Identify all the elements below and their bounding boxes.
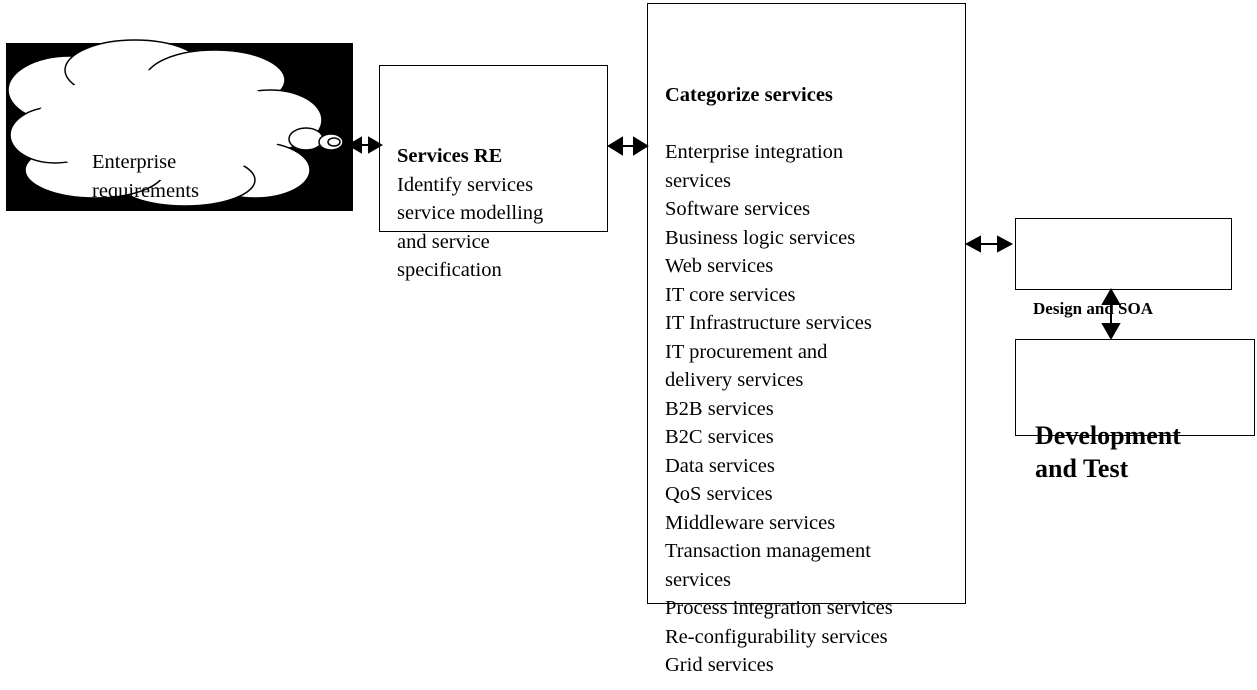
services-re-title: Services RE bbox=[397, 145, 503, 167]
services-re-text: Services RE Identify services service mo… bbox=[397, 142, 543, 285]
arrow-categorize-to-design bbox=[964, 235, 1014, 253]
service-category-item: B2C services bbox=[665, 426, 774, 448]
service-category-item: Re-configurability services bbox=[665, 625, 888, 648]
development-test-line2: and Test bbox=[1035, 454, 1129, 483]
arrow-cloud-to-re bbox=[347, 136, 383, 154]
design-soa-box bbox=[1015, 218, 1232, 290]
service-category-item: Process integration services bbox=[665, 597, 893, 619]
categorize-services-list: Enterprise integration services Software… bbox=[665, 138, 893, 680]
services-re-line: specification bbox=[397, 259, 502, 281]
service-category-item: IT core services bbox=[665, 283, 796, 306]
service-category-item: B2B services bbox=[665, 397, 774, 420]
services-re-line: service modelling bbox=[397, 202, 544, 224]
service-category-item: Business logic services bbox=[665, 226, 856, 249]
service-category-item: IT procurement and bbox=[665, 340, 828, 363]
services-re-line: and service bbox=[397, 230, 490, 253]
cloud-bubbles bbox=[288, 127, 344, 151]
service-category-item: QoS services bbox=[665, 483, 773, 505]
cloud-label-line1: Enterprise bbox=[92, 151, 177, 173]
design-soa-label: Design and SOA bbox=[1033, 299, 1153, 318]
service-category-item: Enterprise integration bbox=[665, 141, 844, 163]
service-category-item: Middleware services bbox=[665, 511, 836, 534]
cloud-label: Enterprise requirements bbox=[92, 148, 199, 205]
service-category-item: delivery services bbox=[665, 369, 804, 391]
development-test-line1: Development bbox=[1035, 421, 1181, 450]
categorize-services-box bbox=[647, 3, 966, 604]
development-test-label: Development and Test bbox=[1035, 419, 1181, 485]
service-category-item: Software services bbox=[665, 198, 811, 220]
services-re-line: Identify services bbox=[397, 173, 534, 196]
cloud-label-line2: requirements bbox=[92, 179, 200, 202]
arrow-re-to-categorize bbox=[607, 136, 649, 156]
arrow-design-to-development bbox=[1101, 287, 1121, 341]
service-category-item: Web services bbox=[665, 255, 774, 277]
service-category-item: Data services bbox=[665, 454, 775, 477]
service-category-item: services bbox=[665, 568, 732, 591]
categorize-services-title: Categorize services bbox=[665, 84, 833, 106]
development-test-box bbox=[1015, 339, 1255, 436]
service-category-item: Transaction management bbox=[665, 540, 871, 562]
services-re-box bbox=[379, 65, 608, 232]
service-category-item: IT Infrastructure services bbox=[665, 312, 872, 334]
service-category-item: services bbox=[665, 169, 732, 192]
service-category-item: Grid services bbox=[665, 654, 774, 676]
